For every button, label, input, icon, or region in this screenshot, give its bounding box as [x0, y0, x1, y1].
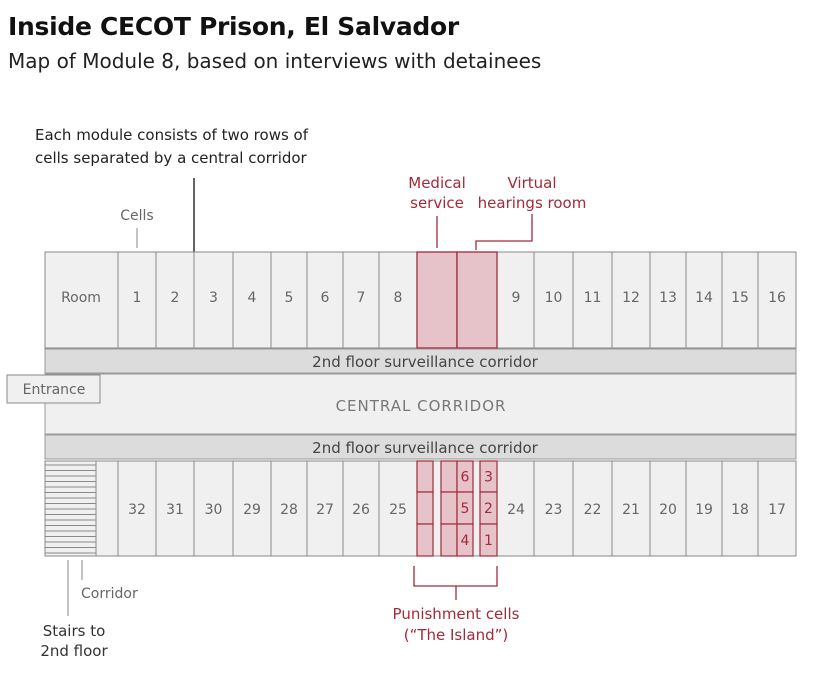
cell-label: 10: [545, 290, 563, 306]
cell-label: 15: [731, 290, 749, 306]
stairs-label-line1: Stairs to: [43, 622, 106, 640]
cell-label: 4: [248, 290, 257, 306]
punishment-cell: [440, 491, 458, 525]
punishment-cell-number: 3: [484, 470, 493, 486]
cell-label: 6: [321, 290, 330, 306]
punishment-cell-number: 5: [461, 501, 470, 517]
cell-label: 3: [209, 290, 218, 306]
cell-label: 5: [285, 290, 294, 306]
surveillance-corridor-top: [44, 348, 797, 374]
cell-label: 16: [768, 290, 786, 306]
cell-label: 11: [584, 290, 602, 306]
cells-label: Cells: [120, 208, 153, 224]
cell-label: 13: [659, 290, 677, 306]
virtual-label-line1: Virtual: [507, 174, 556, 192]
virtual-label-line2: hearings room: [478, 194, 587, 212]
medical-label-line2: service: [410, 194, 464, 212]
corridor-label: Corridor: [81, 586, 138, 602]
cell-label: 25: [389, 502, 407, 518]
punishment-cell: [416, 491, 434, 525]
cell-label: 12: [622, 290, 640, 306]
cell-label: 14: [695, 290, 713, 306]
cell-label: 29: [243, 502, 261, 518]
punishment-bracket: [413, 566, 498, 587]
cell-label: 7: [357, 290, 366, 306]
entrance-box: [6, 374, 101, 404]
punishment-cell: [440, 460, 458, 493]
cell-label: 2: [171, 290, 180, 306]
cell-label: 27: [316, 502, 334, 518]
punishment-cell-number: 4: [461, 533, 470, 549]
cell-label: 23: [545, 502, 563, 518]
module-note-line1: Each module consists of two rows of: [35, 126, 309, 144]
cell-label: 31: [166, 502, 184, 518]
punishment-label-line1: Punishment cells: [393, 605, 520, 623]
cell-label: 18: [731, 502, 749, 518]
stairs-label-line2: 2nd floor: [40, 642, 108, 660]
virtual-hearings-room: [456, 251, 498, 349]
cell-label: 8: [394, 290, 403, 306]
cell-label: 17: [768, 502, 786, 518]
surveillance-corridor-bottom: [44, 434, 797, 460]
cell-label: 32: [128, 502, 146, 518]
cell-label: 20: [659, 502, 677, 518]
surveillance-corridor-top-label: 2nd floor surveillance corridor: [312, 353, 538, 371]
surveillance-corridor-bottom-label: 2nd floor surveillance corridor: [312, 439, 538, 457]
cell-label: 9: [512, 290, 521, 306]
cell-label: 26: [352, 502, 370, 518]
punishment-cell-number: 1: [484, 533, 493, 549]
cell-label: 24: [507, 502, 525, 518]
central-corridor: [44, 373, 797, 435]
punishment-cells: 6 5 4 3 2 1: [416, 460, 498, 557]
central-corridor-label: CENTRAL CORRIDOR: [336, 397, 507, 415]
virtual-leader: [475, 214, 533, 250]
punishment-cell-number: 6: [461, 470, 470, 486]
medical-service-room: [416, 251, 458, 349]
punishment-cell-number: 2: [484, 501, 493, 517]
cell-label: 1: [133, 290, 142, 306]
entrance-label: Entrance: [23, 382, 86, 398]
punishment-label-line2: (“The Island”): [404, 626, 509, 644]
punishment-cell: [416, 523, 434, 557]
punishment-cell: [440, 523, 458, 557]
punishment-cell: [456, 523, 474, 557]
page-subtitle: Map of Module 8, based on interviews wit…: [8, 49, 542, 73]
stairs-icon: [45, 464, 96, 554]
cell-label: 22: [584, 502, 602, 518]
room-label: Room: [61, 290, 101, 306]
page-title: Inside CECOT Prison, El Salvador: [8, 12, 459, 41]
top-row-dividers: [117, 252, 759, 348]
bottom-cell-labels: 32 31 30 29 28 27 26 25 24 23 22 21 20 19 18 17: [128, 502, 786, 518]
cell-label: 19: [695, 502, 713, 518]
module-note-line2: cells separated by a central corridor: [35, 149, 308, 167]
punishment-cell: [479, 523, 498, 557]
punishment-cell: [416, 460, 434, 493]
medical-label-line1: Medical: [408, 174, 465, 192]
cell-label: 28: [280, 502, 298, 518]
cell-label: 21: [622, 502, 640, 518]
cell-label: 30: [205, 502, 223, 518]
